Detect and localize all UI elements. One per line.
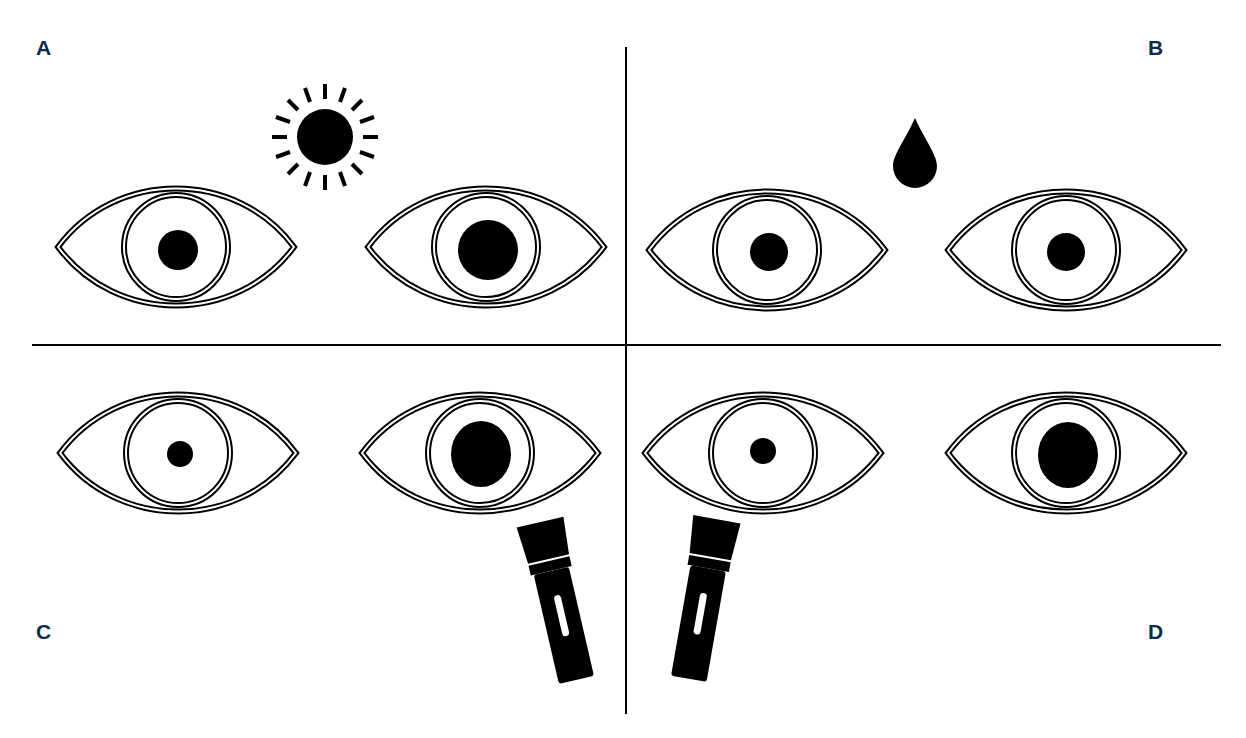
sun-symbol — [272, 84, 378, 190]
flashlight-symbol — [517, 517, 600, 686]
flashlight-symbol — [665, 515, 740, 683]
eye-icon — [362, 395, 598, 512]
drop-symbol — [893, 118, 937, 188]
eye-icon — [649, 192, 885, 309]
divider-line — [32, 344, 1221, 346]
eye-icon — [645, 395, 881, 512]
eye-icon — [58, 189, 294, 306]
eye-icon — [368, 189, 604, 306]
divider-line — [625, 47, 627, 714]
eye-icon — [948, 395, 1184, 512]
panel-letter: C — [36, 621, 51, 642]
eye-icon — [948, 192, 1184, 309]
eye-icon — [60, 395, 296, 512]
panel-letter: A — [36, 37, 51, 58]
panel-letter: D — [1148, 621, 1163, 642]
panel-letter: B — [1148, 37, 1163, 58]
